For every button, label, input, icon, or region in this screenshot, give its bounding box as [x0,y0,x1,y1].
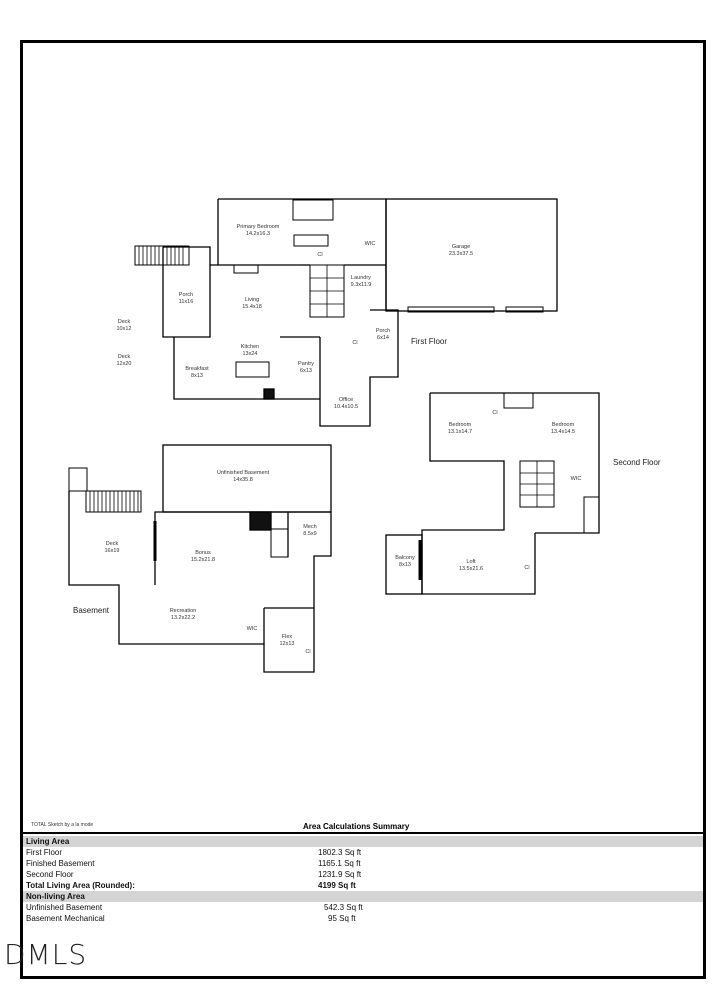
second-floor-label: Second Floor [613,458,661,467]
room-label-wic: WIC [364,241,376,247]
basement-walls [68,444,332,673]
room-label-wic-2: WIC [570,476,582,482]
summary-header: TOTAL Sketch by a la mode Area Calculati… [20,818,706,832]
room-label-closet-5: Cl [305,649,311,655]
second-floor-walls [385,392,600,595]
dmls-watermark: DMLS [4,938,88,971]
first-floor-label: First Floor [411,337,447,346]
room-label-closet: Cl [317,252,323,258]
basement-label: Basement [73,606,110,615]
room-label-closet-2: Cl [352,340,358,346]
room-label-closet-4: Cl [524,565,530,571]
living-area-header: Living Area [23,836,703,847]
summary-divider [20,832,706,834]
first-floor-walls [134,198,558,427]
sketch-credit: TOTAL Sketch by a la mode [31,822,94,828]
total-living-row: Total Living Area (Rounded):4199 Sq ft [26,881,356,890]
summary-title: Area Calculations Summary [303,822,410,831]
room-label-closet-3: Cl [492,410,498,416]
nonliving-area-header: Non-living Area [23,891,703,902]
room-label-wic-3: WIC [246,626,258,632]
